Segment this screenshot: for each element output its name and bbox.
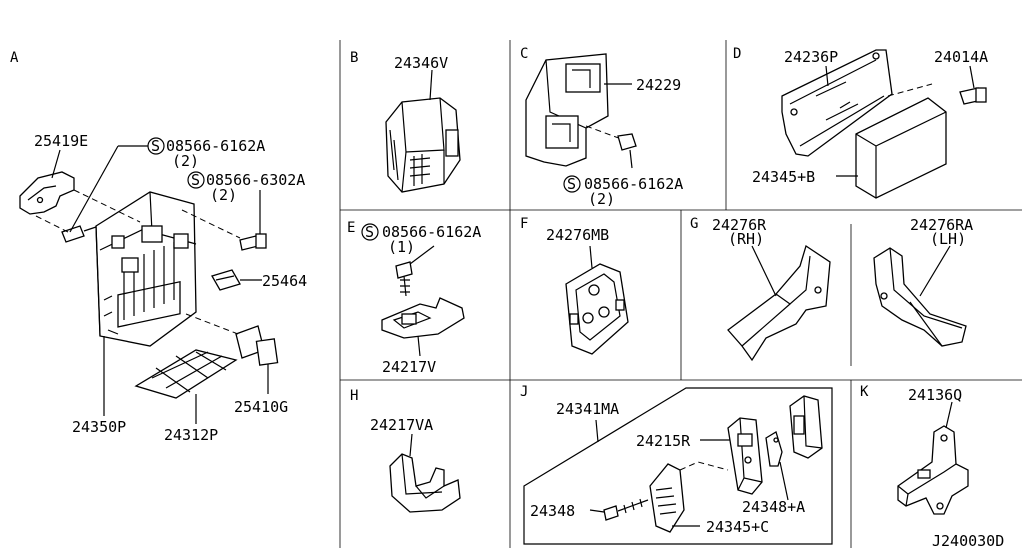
screw-symbol-letter: S	[191, 171, 200, 189]
label-24350p: 24350P	[72, 418, 126, 436]
section-a: S S 25419E 08566-6162A (2) 08566-6302A (…	[19, 132, 307, 444]
section-letter-h: H	[350, 388, 358, 404]
section-f: 24276MB	[546, 226, 629, 355]
bracket-24236p-drawing	[781, 49, 893, 157]
label-24341ma: 24341MA	[556, 400, 619, 418]
label-08566-6302a: 08566-6302A	[206, 171, 305, 189]
fuse-block-24350p-drawing	[95, 191, 197, 347]
label-24217va: 24217VA	[370, 416, 433, 434]
label-qty: (1)	[388, 238, 415, 256]
label-24345b: 24345+B	[752, 168, 815, 186]
bracket-24348a-drawing	[765, 431, 783, 467]
screw-symbol-letter: S	[567, 175, 576, 193]
bracket-24276ra-drawing	[873, 247, 967, 347]
section-b: 24346V	[385, 54, 461, 193]
label-24312p: 24312P	[164, 426, 218, 444]
kit-outline	[523, 387, 833, 545]
label-24346v: 24346V	[394, 54, 448, 72]
section-letter-j: J	[520, 384, 528, 400]
section-letter-c: C	[520, 46, 528, 62]
label-24215r: 24215R	[636, 432, 691, 450]
module-24345b-drawing	[855, 97, 947, 199]
label-rh: (RH)	[728, 230, 764, 248]
section-e: S 08566-6162A (1) 24217V	[361, 223, 481, 376]
screw-symbol-icon	[187, 171, 205, 189]
section-letter-e: E	[347, 220, 355, 236]
clip-24217va-drawing	[389, 453, 461, 513]
label-qty: (2)	[172, 152, 199, 170]
section-j: 24341MA 24215R 24348+A 24348 24345+C	[523, 387, 833, 545]
label-24136q: 24136Q	[908, 386, 962, 404]
module-24345c-drawing	[649, 463, 685, 533]
screw-symbol-icon	[563, 175, 581, 193]
label-24345c: 24345+C	[706, 518, 769, 536]
bolt-e-drawing	[395, 261, 413, 279]
label-25464: 25464	[262, 272, 307, 290]
label-qty: (2)	[210, 186, 237, 204]
bracket-24136q-drawing	[897, 425, 969, 515]
label-24348: 24348	[530, 502, 575, 520]
label-08566-6162a: 08566-6162A	[584, 175, 683, 193]
section-g: 24276R (RH) 24276RA (LH)	[712, 216, 973, 362]
label-25410g: 25410G	[234, 398, 288, 416]
screw-08566-6162a-drawing	[61, 225, 85, 243]
bracket-24276r-drawing	[727, 244, 831, 362]
grid-lines	[339, 40, 1022, 548]
section-letter-f: F	[520, 216, 528, 232]
section-letter-b: B	[350, 50, 358, 66]
section-c: S 24229 08566-6162A (2)	[525, 53, 683, 208]
label-24276mb: 24276MB	[546, 226, 609, 244]
diagram-code: J240030D	[932, 532, 1004, 550]
screw-08566-6302a-drawing	[239, 235, 259, 251]
screw-c-drawing	[617, 133, 637, 151]
bracket-25419e-drawing	[19, 171, 75, 215]
label-24348a: 24348+A	[742, 498, 805, 516]
label-08566-6162a: 08566-6162A	[166, 137, 265, 155]
relay-24215r-drawing	[727, 417, 763, 495]
label-25419e: 25419E	[34, 132, 88, 150]
section-d: 24236P 24014A 24345+B	[752, 48, 988, 199]
label-lh: (LH)	[930, 230, 966, 248]
label-24014a: 24014A	[934, 48, 988, 66]
label-24276ra: 24276RA	[910, 216, 973, 234]
section-letter-a: A	[10, 50, 19, 66]
label-24229: 24229	[636, 76, 681, 94]
screw-symbol-icon	[361, 223, 379, 241]
label-24236p: 24236P	[784, 48, 838, 66]
label-08566-6162a: 08566-6162A	[382, 223, 481, 241]
section-h: 24217VA	[370, 416, 461, 513]
label-24276r: 24276R	[712, 216, 767, 234]
screw-symbol-letter: S	[365, 223, 374, 241]
screw-symbol-letter: S	[151, 137, 160, 155]
screw-symbol-icon	[147, 137, 165, 155]
screw-24348-drawing	[603, 505, 619, 521]
fuse-25464-drawing	[211, 269, 241, 291]
section-k: 24136Q J240030D	[897, 386, 1004, 550]
section-letter-d: D	[733, 46, 741, 62]
label-qty: (2)	[588, 190, 615, 208]
bracket-24217v-drawing	[381, 297, 465, 339]
label-24217v: 24217V	[382, 358, 436, 376]
section-letter-k: K	[860, 384, 869, 400]
section-letter-g: G	[690, 216, 698, 232]
